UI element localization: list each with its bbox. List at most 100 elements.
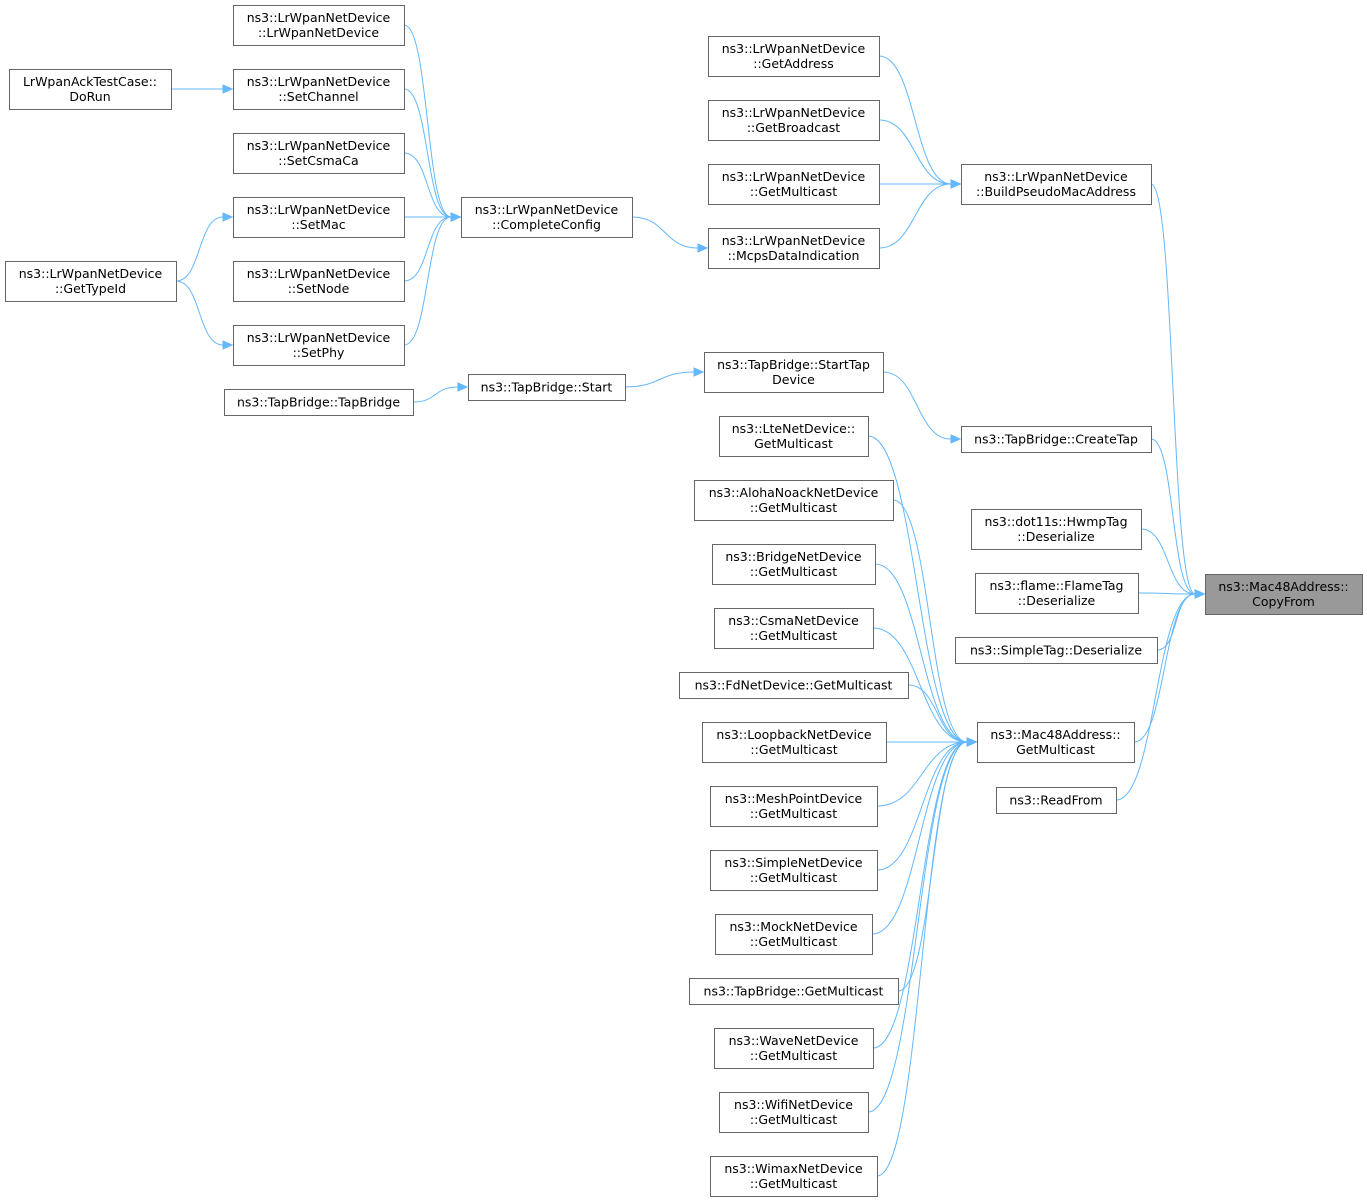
edge-simpletag-to-copyfrom	[1156, 589, 1206, 651]
node-label-line: ns3::TapBridge::GetMulticast	[704, 984, 884, 999]
node-label-line: ns3::WifiNetDevice	[734, 1097, 853, 1112]
edge-getbroadcast-to-build	[878, 119, 962, 189]
edge-m48multicast-to-copyfrom	[1133, 589, 1206, 743]
node-box	[702, 722, 887, 763]
node-box	[233, 5, 405, 46]
node-label-line: ns3::SimpleNetDevice	[724, 855, 862, 870]
node-box	[233, 133, 405, 174]
node-mock[interactable]: ns3::MockNetDevice::GetMulticast	[715, 914, 873, 955]
node-box	[708, 100, 880, 141]
node-setchannel[interactable]: ns3::LrWpanNetDevice::SetChannel	[233, 69, 405, 110]
node-box	[714, 1028, 874, 1069]
edge-line	[1156, 593, 1196, 651]
edge-line	[871, 741, 968, 935]
node-getbroadcast[interactable]: ns3::LrWpanNetDevice::GetBroadcast	[708, 100, 880, 141]
node-label-line: ns3::LrWpanNetDevice	[475, 202, 619, 217]
node-tbctor[interactable]: ns3::TapBridge::TapBridge	[224, 389, 414, 416]
node-setphy[interactable]: ns3::LrWpanNetDevice::SetPhy	[233, 325, 405, 366]
edge-line	[878, 55, 952, 185]
node-label-line: ns3::TapBridge::StartTap	[717, 357, 870, 372]
node-aloha[interactable]: ns3::AlohaNoackNetDevice::GetMulticast	[694, 480, 894, 521]
edge-line	[867, 741, 968, 1113]
edge-build-to-copyfrom	[1150, 183, 1206, 599]
node-label-line: ns3::Mac48Address::	[990, 727, 1120, 742]
node-label-line: ns3::flame::FlameTag	[990, 578, 1124, 593]
edge-typeid-to-setmac	[175, 212, 234, 282]
node-flame[interactable]: ns3::flame::FlameTag::Deserialize	[975, 573, 1139, 614]
node-label-line: ns3::LrWpanNetDevice	[722, 105, 866, 120]
node-label-line: ns3::LrWpanNetDevice	[247, 74, 391, 89]
node-tbmulticast[interactable]: ns3::TapBridge::GetMulticast	[689, 978, 899, 1005]
node-meshpoint[interactable]: ns3::MeshPointDevice::GetMulticast	[710, 786, 878, 827]
node-lte[interactable]: ns3::LteNetDevice::GetMulticast	[719, 416, 869, 457]
node-ctor[interactable]: ns3::LrWpanNetDevice::LrWpanNetDevice	[233, 5, 405, 46]
node-box	[704, 352, 884, 393]
node-box	[710, 786, 878, 827]
node-m48multicast[interactable]: ns3::Mac48Address::GetMulticast	[977, 722, 1135, 763]
node-setmac[interactable]: ns3::LrWpanNetDevice::SetMac	[233, 197, 405, 238]
edge-setphy-to-complete	[403, 212, 462, 346]
node-label-line: ns3::LrWpanNetDevice	[247, 138, 391, 153]
node-label-line: ::GetAddress	[753, 56, 833, 71]
graph-edges	[171, 24, 1206, 1177]
arrowhead-icon	[222, 340, 234, 350]
node-createtap[interactable]: ns3::TapBridge::CreateTap	[961, 426, 1152, 453]
node-lrgetmulticast[interactable]: ns3::LrWpanNetDevice::GetMulticast	[708, 164, 880, 205]
node-setnode[interactable]: ns3::LrWpanNetDevice::SetNode	[233, 261, 405, 302]
node-simplenet[interactable]: ns3::SimpleNetDevice::GetMulticast	[710, 850, 878, 891]
edge-wifi-to-m48multicast	[867, 737, 978, 1113]
node-label-line: ns3::LoopbackNetDevice	[716, 727, 871, 742]
node-fd[interactable]: ns3::FdNetDevice::GetMulticast	[679, 672, 909, 699]
node-label-line: ::GetMulticast	[750, 628, 837, 643]
node-label-line: ::GetMulticast	[750, 564, 837, 579]
node-label-line: ns3::FdNetDevice::GetMulticast	[695, 678, 893, 693]
node-label-line: ns3::TapBridge::Start	[481, 380, 613, 395]
edge-line	[878, 183, 952, 249]
edge-line	[1150, 438, 1196, 595]
edge-complete-to-mcps	[631, 216, 709, 253]
node-label-line: ns3::LrWpanNetDevice	[19, 266, 163, 281]
node-box	[961, 164, 1152, 205]
node-label-line: ns3::TapBridge::TapBridge	[237, 395, 400, 410]
node-wave[interactable]: ns3::WaveNetDevice::GetMulticast	[714, 1028, 874, 1069]
node-label-line: ::McpsDataIndication	[728, 248, 860, 263]
edge-typeid-to-setphy	[175, 280, 234, 350]
node-hwmp[interactable]: ns3::dot11s::HwmpTag::Deserialize	[971, 509, 1142, 550]
edge-line	[412, 386, 459, 403]
node-label-line: ::GetMulticast	[750, 934, 837, 949]
node-box	[975, 573, 1139, 614]
arrowhead-icon	[457, 382, 469, 392]
node-typeid[interactable]: ns3::LrWpanNetDevice::GetTypeId	[5, 261, 177, 302]
edge-wimax-to-m48multicast	[876, 737, 978, 1177]
arrowhead-icon	[950, 434, 962, 444]
node-csma[interactable]: ns3::CsmaNetDevice::GetMulticast	[714, 608, 874, 649]
edge-line	[403, 24, 452, 218]
node-mcps[interactable]: ns3::LrWpanNetDevice::McpsDataIndication	[708, 228, 880, 269]
node-readfrom[interactable]: ns3::ReadFrom	[996, 787, 1117, 814]
node-box	[708, 36, 880, 77]
node-getaddress[interactable]: ns3::LrWpanNetDevice::GetAddress	[708, 36, 880, 77]
edge-line	[403, 216, 452, 346]
edge-line	[175, 216, 224, 282]
node-build[interactable]: ns3::LrWpanNetDevice::BuildPseudoMacAddr…	[961, 164, 1152, 205]
node-complete[interactable]: ns3::LrWpanNetDevice::CompleteConfig	[461, 197, 633, 238]
node-box	[689, 978, 899, 1005]
node-label-line: ::SetPhy	[293, 345, 345, 360]
node-label-line: ::GetMulticast	[750, 1048, 837, 1063]
node-box	[719, 1092, 869, 1133]
edge-starttap-to-createtap	[882, 371, 962, 444]
node-simpletag[interactable]: ns3::SimpleTag::Deserialize	[955, 637, 1158, 664]
node-box	[708, 228, 880, 269]
node-loopback[interactable]: ns3::LoopbackNetDevice::GetMulticast	[702, 722, 887, 763]
node-label-line: ns3::MeshPointDevice	[725, 791, 863, 806]
node-wimax[interactable]: ns3::WimaxNetDevice::GetMulticast	[710, 1156, 878, 1197]
node-wifi[interactable]: ns3::WifiNetDevice::GetMulticast	[719, 1092, 869, 1133]
graph-nodes: ns3::Mac48Address::CopyFromns3::LrWpanNe…	[5, 5, 1363, 1197]
node-box	[719, 416, 869, 457]
node-setcsma[interactable]: ns3::LrWpanNetDevice::SetCsmaCa	[233, 133, 405, 174]
node-label-line: ns3::AlohaNoackNetDevice	[709, 485, 879, 500]
node-acktest[interactable]: LrWpanAckTestCase::DoRun	[9, 69, 172, 110]
node-tbstart[interactable]: ns3::TapBridge::Start	[468, 374, 626, 401]
node-bridge[interactable]: ns3::BridgeNetDevice::GetMulticast	[712, 544, 876, 585]
